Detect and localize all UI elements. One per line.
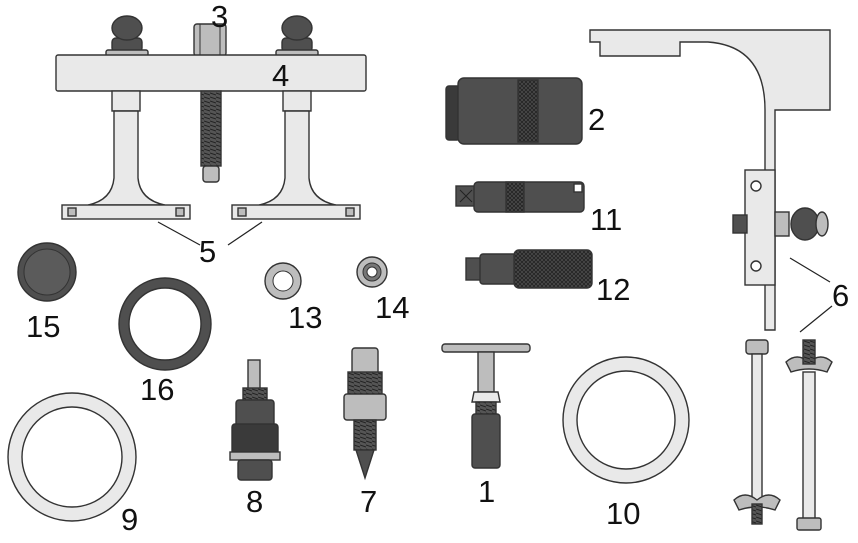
leader-line-5b [227,221,263,246]
leader-line-5a [157,221,201,246]
washer-part-14 [356,256,388,288]
label-14: 14 [375,290,409,325]
puller-leg-right [231,90,361,220]
long-bolt-left [733,339,781,525]
label-11: 11 [590,202,622,237]
leader-line-6a [789,257,831,283]
ring-part-9 [7,392,137,522]
long-bolt-right [785,339,833,531]
puller-leg-left [61,90,191,220]
label-12: 12 [596,272,630,307]
label-10: 10 [606,496,640,531]
puller-assembly [55,15,367,220]
label-13: 13 [288,300,322,335]
label-1: 1 [478,474,495,509]
washer-part-13 [264,262,302,300]
label-15: 15 [26,309,60,344]
tool-part-1 [441,343,531,469]
puller-knob-left [105,15,149,57]
puller-crossbar [55,54,367,92]
label-5: 5 [199,234,216,269]
label-3: 3 [211,0,228,34]
label-6: 6 [832,278,849,313]
label-9: 9 [121,502,138,537]
adapter-part-12 [465,249,593,289]
ring-part-16 [118,277,212,371]
label-4: 4 [272,58,289,93]
label-8: 8 [246,484,263,519]
leader-line-6b [799,305,833,333]
tool-part-7 [343,347,387,481]
label-2: 2 [588,102,605,137]
label-16: 16 [140,372,174,407]
adapter-part-11 [455,181,585,213]
cap-part-15 [17,242,77,302]
threaded-spindle [200,90,222,167]
tool-part-8 [229,359,281,481]
label-7: 7 [360,484,377,519]
ring-part-10 [562,356,690,484]
sleeve-part-2 [445,77,583,145]
bracket-part-6 [589,29,831,331]
puller-knob-right [275,15,319,57]
